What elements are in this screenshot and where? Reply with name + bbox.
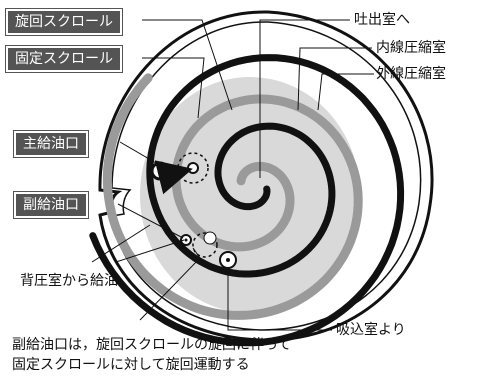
label-inner-chamber: 内線圧縮室: [376, 40, 446, 56]
caption-line-2: 固定スクロールに対して旋回運動する: [12, 357, 250, 373]
leader-lines: [91, 19, 374, 331]
orbiting-scroll-wrap: [102, 73, 363, 320]
label-main-oil-port: 主給油口: [14, 131, 88, 157]
caption-line-1: 副給油口は，旋回スクロールの旋回に伴って: [12, 337, 292, 353]
label-fixed-scroll: 固定スクロール: [6, 46, 122, 72]
label-sub-oil-port: 副給油口: [14, 192, 88, 218]
label-outer-chamber: 外線圧縮室: [376, 66, 446, 82]
sub-port-orbit: [192, 232, 218, 258]
housing-outline: [98, 10, 434, 342]
main-oil-port-marker: [150, 160, 199, 195]
sub-oil-port-marker: [180, 231, 237, 269]
label-back-pressure-oil: 背圧室から給油: [20, 273, 118, 289]
label-to-discharge: 吐出室へ: [354, 12, 410, 28]
label-orbiting-scroll: 旋回スクロール: [6, 9, 122, 35]
label-from-suction: 吸込室より: [336, 322, 406, 338]
main-port-orbit: [177, 152, 209, 184]
fixed-scroll-wrap: [89, 54, 405, 347]
